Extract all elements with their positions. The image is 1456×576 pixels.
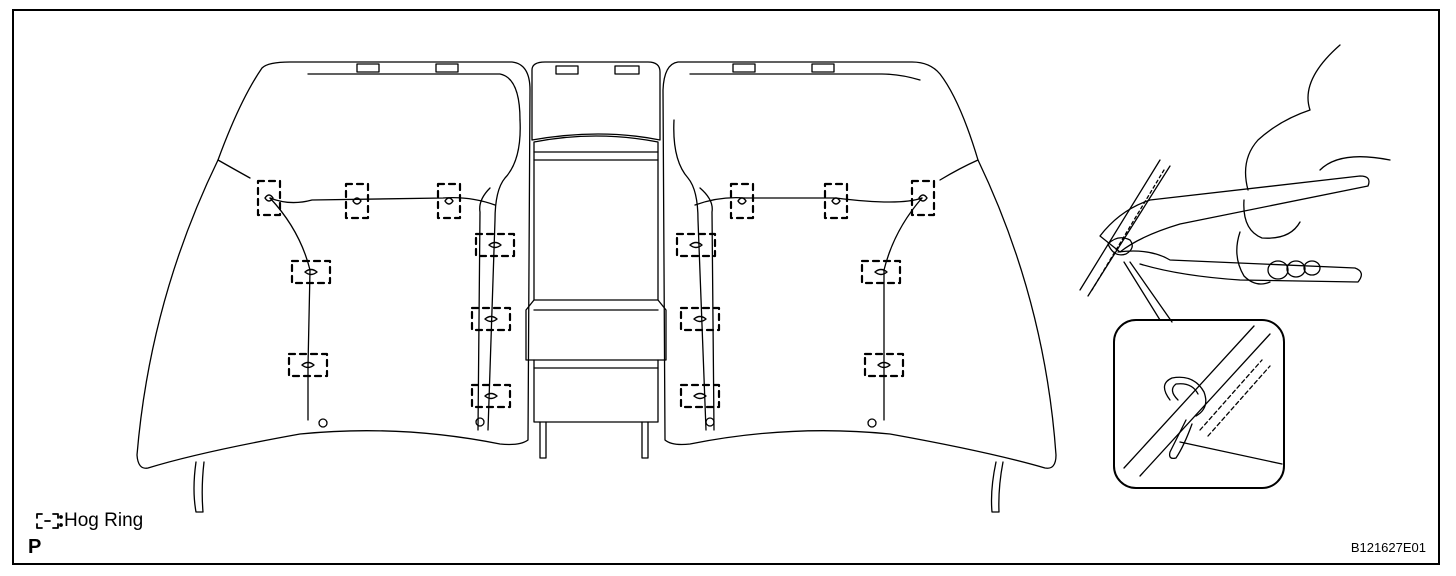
figure-code: B121627E01: [1350, 540, 1426, 555]
hog-ring-marker: [470, 383, 512, 409]
legend-symbol-spacer: [34, 515, 60, 527]
center-armrest: [525, 61, 667, 459]
hog-ring-marker: [679, 306, 721, 332]
hog-ring-marker: [256, 179, 282, 217]
left-seatback: [136, 61, 531, 513]
hog-ring-marker: [474, 232, 516, 258]
hog-ring-marker: [675, 232, 717, 258]
hog-ring-symbol-icon: [36, 513, 63, 529]
hog-ring-marker: [470, 306, 512, 332]
right-seatback: [662, 61, 1057, 513]
hog-ring-marker: [344, 182, 370, 220]
figure-frame: [12, 9, 1440, 565]
hog-ring-marker: [729, 182, 755, 220]
legend: Hog Ring: [34, 510, 143, 532]
hog-ring-markers: [256, 179, 936, 409]
view-letter: P: [28, 536, 42, 558]
hog-ring-marker: [823, 182, 849, 220]
hog-ring-marker: [860, 259, 902, 285]
hog-ring-marker: [679, 383, 721, 409]
hand-with-pliers: [1079, 44, 1391, 297]
legend-label: Hog Ring: [64, 510, 144, 531]
hog-ring-clips: [264, 194, 928, 400]
hog-ring-marker: [863, 352, 905, 378]
hog-ring-marker: [290, 259, 332, 285]
hog-ring-marker: [910, 179, 936, 217]
hog-ring-marker: [287, 352, 329, 378]
hog-ring-detail: [1113, 261, 1285, 489]
hog-ring-marker: [436, 182, 462, 220]
